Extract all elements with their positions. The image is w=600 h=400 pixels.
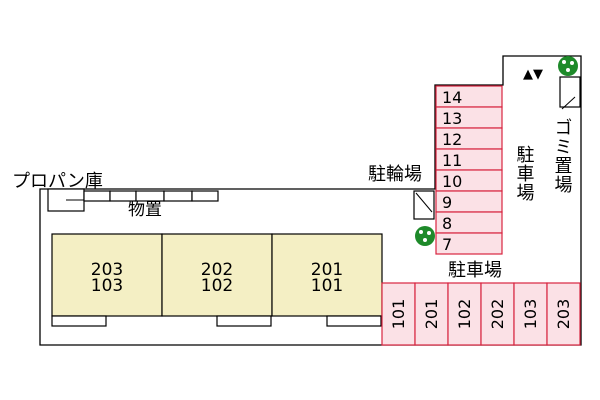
parking-space-number: 102 xyxy=(455,299,474,330)
storage-shed-1 xyxy=(83,190,111,202)
parking-space-number: 8 xyxy=(442,214,452,233)
parking-space-number: 103 xyxy=(521,299,540,330)
parking-row: 101 201 102 202 103 203 xyxy=(381,282,581,346)
unit-number-upper: 201 xyxy=(311,260,343,280)
unit-number-upper: 203 xyxy=(91,260,123,280)
unit-block xyxy=(51,233,163,317)
garbage-box xyxy=(559,76,581,108)
unit-number-lower: 102 xyxy=(201,276,233,296)
parking-space-number: 10 xyxy=(442,172,462,191)
parking-column: 14 13 12 11 10 9 8 7 xyxy=(435,85,503,255)
parking-space-number: 7 xyxy=(442,235,452,254)
parking-label-horizontal: 駐車場 xyxy=(448,260,502,281)
garbage-label: ゴミ置場 xyxy=(552,118,573,194)
tree-icon xyxy=(415,226,435,246)
parking-space-number: 203 xyxy=(554,299,573,330)
balcony-203 xyxy=(51,315,107,327)
unit-block xyxy=(161,233,273,317)
parking-space-number: 202 xyxy=(488,299,507,330)
parking-space xyxy=(381,282,416,346)
parking-space-number: 14 xyxy=(442,88,462,107)
balcony-201 xyxy=(326,315,382,327)
parking-space xyxy=(414,282,449,346)
direction-marks: ▲▼ xyxy=(523,67,543,82)
unit-number-lower: 103 xyxy=(91,276,123,296)
parking-label-vertical: 駐車場 xyxy=(514,145,535,202)
parking-space xyxy=(447,282,482,346)
bicycle-parking-mark xyxy=(415,192,433,213)
parking-space-number: 13 xyxy=(442,109,462,128)
propane-label: プロパン庫 xyxy=(12,171,103,192)
storage-shed-4 xyxy=(163,190,193,202)
storage-label: 物置 xyxy=(128,200,162,220)
unit-number-lower: 101 xyxy=(311,276,343,296)
parking-space-number: 101 xyxy=(389,299,408,330)
unit-block xyxy=(271,233,383,317)
parking-space-number: 11 xyxy=(442,151,462,170)
unit-number-upper: 202 xyxy=(201,260,233,280)
parking-space-number: 201 xyxy=(422,299,441,330)
tree-icon xyxy=(558,56,578,76)
bicycle-parking-label: 駐輪場 xyxy=(368,164,422,185)
garbage-mark xyxy=(561,96,576,110)
parking-space-number: 12 xyxy=(442,130,462,149)
storage-shed-5 xyxy=(191,190,219,202)
bicycle-parking-box xyxy=(413,190,435,220)
parking-space xyxy=(546,282,581,346)
parking-space-number: 9 xyxy=(442,193,452,212)
balcony-202 xyxy=(216,315,272,327)
parking-space xyxy=(435,232,503,255)
